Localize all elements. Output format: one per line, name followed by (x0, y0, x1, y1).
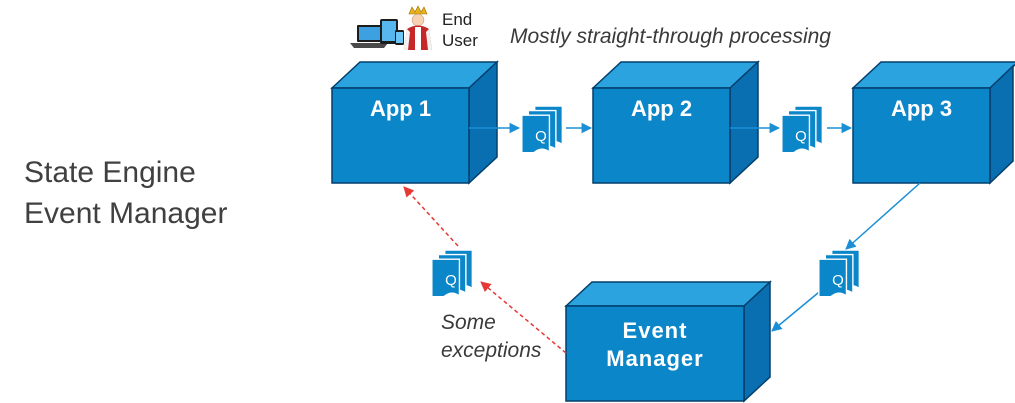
queue-icon: Q (781, 106, 824, 152)
event-manager-label: Event Manager (566, 317, 744, 373)
app-3-box (851, 61, 1015, 185)
exception-arrow-to-queue (480, 281, 567, 354)
exception-note-line-1: Some (441, 311, 496, 334)
title-line-2: Event Manager (24, 197, 228, 230)
app-3-label: App 3 (890, 96, 953, 121)
event-manager-label-line-1: Event (622, 318, 688, 343)
queue-icon: Q (521, 106, 564, 152)
app-2-label: App 2 (630, 96, 693, 121)
event-manager-box (564, 280, 772, 403)
title-line-1: State Engine (24, 156, 196, 189)
devices-icon (350, 19, 404, 48)
flow-note: Mostly straight-through processing (510, 25, 831, 48)
exception-arrow-to-app1 (403, 186, 459, 247)
queue-icon: Q (431, 250, 474, 296)
queue-letter: Q (445, 272, 457, 289)
end-user-label-line-1: End (442, 10, 473, 29)
arrow-queue-to-event-manager (771, 287, 825, 332)
queue-letter: Q (535, 128, 547, 145)
event-manager-label-line-2: Manager (606, 346, 704, 371)
exception-note: Some exceptions (441, 309, 541, 365)
queue-letter: Q (832, 272, 844, 289)
end-user-label: End User (442, 9, 478, 51)
queue-letter: Q (795, 128, 807, 145)
queue-icon: Q (818, 250, 861, 296)
exception-note-line-2: exceptions (441, 339, 542, 362)
app-1-label: App 1 (369, 96, 432, 121)
app-2-box (591, 60, 760, 185)
end-user-label-line-2: User (442, 31, 478, 50)
user-king-icon (404, 5, 432, 50)
title-block: State Engine Event Manager (24, 152, 227, 234)
arrow-app3-to-queue (845, 182, 921, 250)
app-1-box (330, 60, 499, 185)
